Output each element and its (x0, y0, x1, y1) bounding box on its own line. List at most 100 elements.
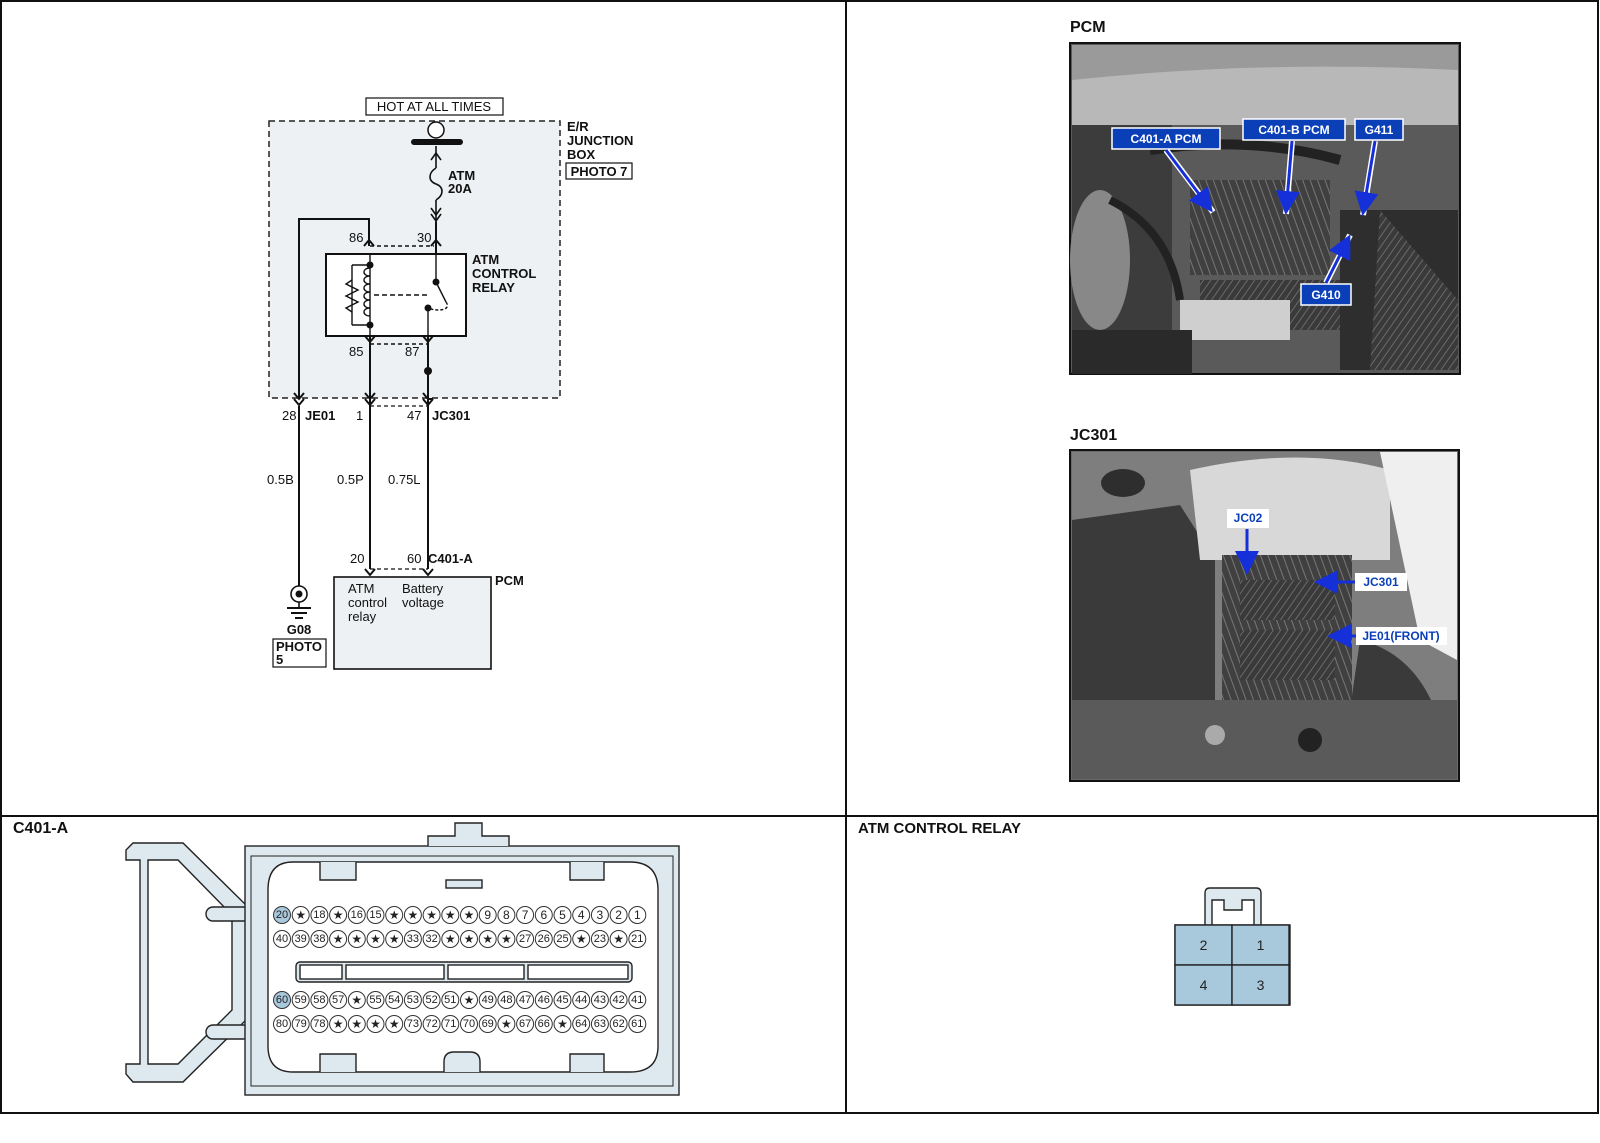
pin-number: 15 (369, 909, 381, 921)
pin-unused-mark: ★ (464, 932, 475, 946)
ground-label: G08 (287, 622, 312, 637)
wire-0-75l: 0.75L (388, 472, 421, 487)
pin-cavity (590, 991, 609, 1009)
relay-pin-number: 2 (1200, 937, 1208, 953)
pin-cavity (366, 930, 385, 948)
wire-0-5b: 0.5B (267, 472, 294, 487)
pin-unused-mark: ★ (370, 1017, 381, 1031)
pin-unused-mark: ★ (426, 908, 437, 922)
pin-number: 39 (295, 933, 307, 945)
ground-photo-box (272, 638, 327, 668)
pin-cavity (497, 1015, 516, 1033)
pin-cavity (572, 930, 591, 948)
photo-pcm-title: PCM (1070, 19, 1106, 36)
pin-number: 43 (594, 994, 606, 1006)
supply-terminal (427, 121, 445, 139)
pin-cavity (628, 906, 647, 924)
pin-cavity (609, 930, 628, 948)
pin-unused-mark: ★ (333, 908, 344, 922)
pin-number: 70 (463, 1018, 475, 1030)
hot-at-all-times-label: HOT AT ALL TIMES (377, 99, 491, 114)
pin-number: 9 (484, 908, 491, 922)
pin-cavity (460, 1015, 478, 1033)
pin-cavity (590, 906, 609, 924)
photo-jc301-title: JC301 (1070, 427, 1117, 444)
pin-number: 73 (407, 1018, 419, 1030)
junction-box-label-1: E/R (567, 119, 589, 134)
relay-label-3: RELAY (472, 280, 515, 295)
callout-je01-front: JE01(FRONT) (1362, 629, 1439, 643)
pin-number: 33 (407, 933, 419, 945)
pin-cavity (403, 991, 422, 1009)
connector-c401a-body (244, 822, 680, 1096)
pin-unused-mark: ★ (501, 932, 512, 946)
callout-g410: G410 (1311, 288, 1341, 302)
photo-pcm-callouts: C401-A PCM C401-B PCM G411 G410 (1111, 118, 1404, 306)
callout-c401a-pcm: C401-A PCM (1131, 132, 1202, 146)
pin-cavity (291, 906, 310, 924)
pcm-label: PCM (495, 573, 524, 588)
pin-number: 69 (482, 1018, 494, 1030)
pcm-func-1a: ATM (348, 581, 374, 596)
pin-cavity (441, 930, 460, 948)
wire-0-5p: 0.5P (337, 472, 364, 487)
pin-unused-mark: ★ (389, 1017, 400, 1031)
pin-number: 8 (503, 908, 510, 922)
pin-number: 21 (631, 933, 643, 945)
pin-number: 18 (313, 909, 325, 921)
relay-pin-87: 87 (405, 344, 419, 359)
jc301-pin-1: 1 (356, 408, 363, 423)
pin-cavity (628, 991, 647, 1009)
pin-cavity (460, 930, 478, 948)
pin-cavity (422, 906, 441, 924)
pin-number: 7 (522, 908, 529, 922)
pin-number: 49 (482, 994, 494, 1006)
callout-c401b-pcm: C401-B PCM (1258, 123, 1329, 137)
pin-cavity (273, 991, 291, 1009)
callout-g411: G411 (1365, 123, 1394, 137)
pin-cavity (291, 1015, 310, 1033)
pin-number: 4 (578, 908, 585, 922)
pin-unused-mark: ★ (445, 932, 456, 946)
pin-number: 23 (594, 933, 606, 945)
junction-photo-label: PHOTO 7 (571, 164, 628, 179)
pin-cavity (347, 991, 366, 1009)
pin-number: 1 (634, 908, 641, 922)
pin-cavity (347, 1015, 366, 1033)
pin-unused-mark: ★ (333, 932, 344, 946)
pcm-pin-20: 20 (350, 551, 364, 566)
photo-jc301-callouts: JC02 JC301 JE01(FRONT) (1227, 509, 1447, 648)
pin-cavity (497, 991, 516, 1009)
connector-c401a-bracket (125, 842, 251, 1083)
pin-unused-mark: ★ (351, 1017, 362, 1031)
pin-cavity (478, 930, 497, 948)
pin-number: 48 (500, 994, 512, 1006)
pcm-func-1c: relay (348, 609, 377, 624)
pin-number: 64 (575, 1018, 587, 1030)
pin-number: 45 (556, 994, 568, 1006)
jc301-pin-47: 47 (407, 408, 421, 423)
pin-cavity (273, 1015, 291, 1033)
relay-pin-number: 1 (1257, 937, 1265, 953)
pin-cavity (553, 906, 572, 924)
photo-jc301 (1069, 449, 1460, 782)
pcm-box (333, 576, 492, 670)
relay-pin-number: 3 (1257, 977, 1265, 993)
pin-unused-mark: ★ (370, 932, 381, 946)
pin-unused-mark: ★ (389, 932, 400, 946)
pin-number: 79 (295, 1018, 307, 1030)
pin-cavity (329, 906, 348, 924)
pin-number: 55 (369, 994, 381, 1006)
bus-bar (411, 139, 463, 145)
connector-c401a-title: C401-A (13, 820, 69, 837)
pin-cavity (422, 1015, 441, 1033)
pin-unused-mark: ★ (333, 1017, 344, 1031)
pin-unused-mark: ★ (576, 932, 587, 946)
pin-number: 27 (519, 933, 531, 945)
pin-cavity (441, 1015, 460, 1033)
ground-symbol (287, 585, 311, 619)
pin-number: 72 (425, 1018, 437, 1030)
pin-cavity (403, 1015, 422, 1033)
